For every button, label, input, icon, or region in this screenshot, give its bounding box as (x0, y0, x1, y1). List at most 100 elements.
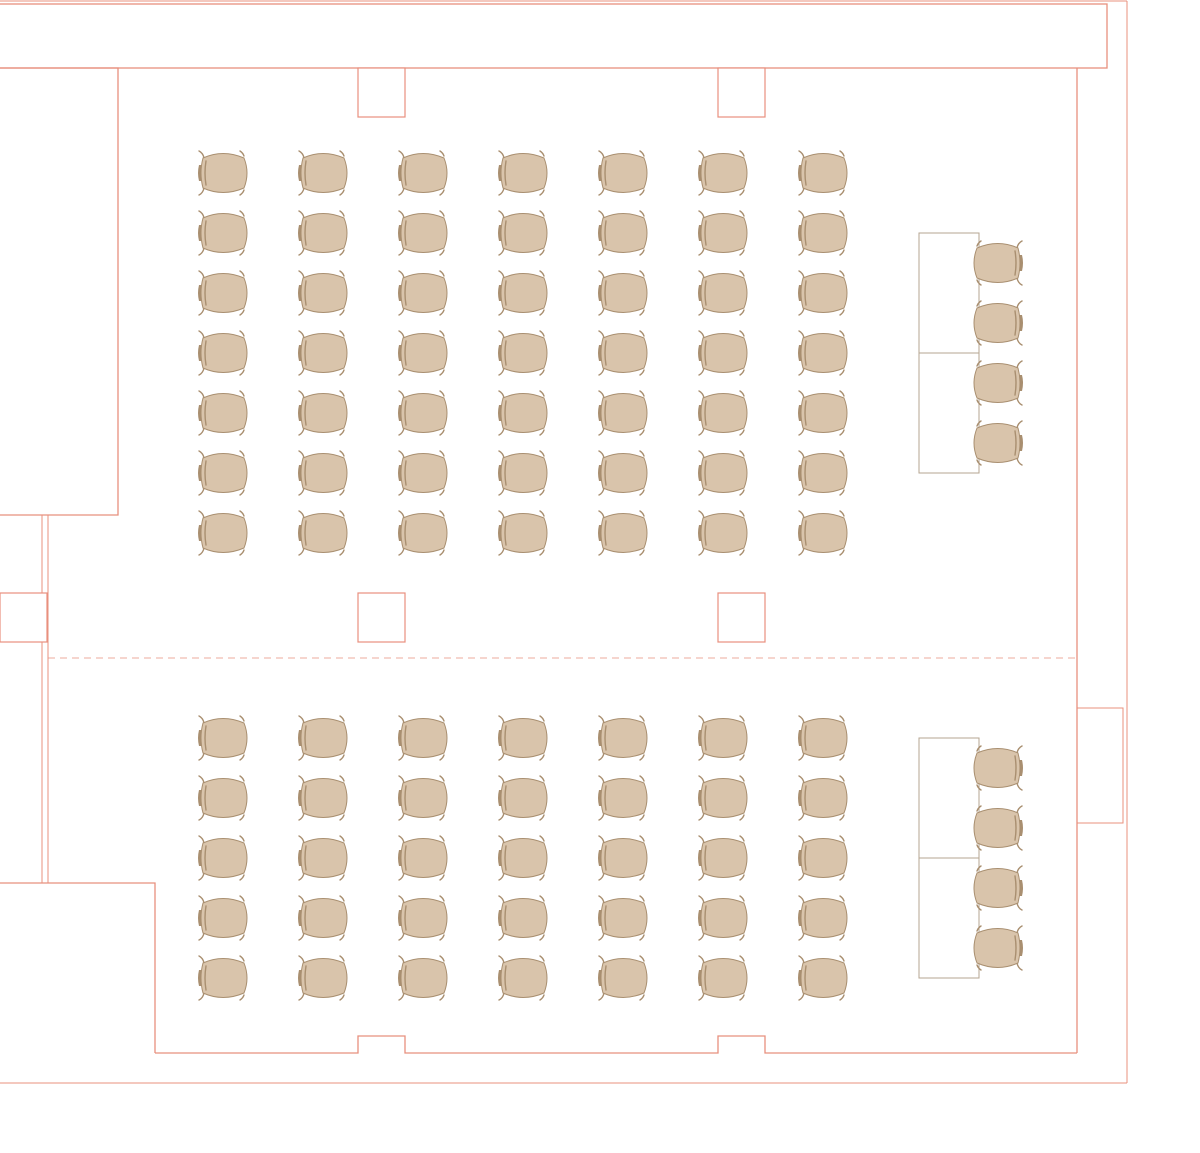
chair (398, 330, 448, 376)
pillar-top-left (357, 67, 406, 118)
top-band (0, 3, 1108, 69)
chair (398, 955, 448, 1001)
chair (298, 715, 348, 761)
chair (698, 955, 748, 1001)
chair (798, 210, 848, 256)
chair (798, 330, 848, 376)
chair (698, 715, 748, 761)
chair (398, 210, 448, 256)
lower-section (198, 715, 848, 1001)
left-door (0, 592, 48, 643)
chair (298, 390, 348, 436)
chair (498, 835, 548, 881)
chair (798, 955, 848, 1001)
chair (698, 895, 748, 941)
chair (798, 835, 848, 881)
chair (598, 450, 648, 496)
presenter-chair (973, 240, 1023, 286)
pillar-top-right (717, 67, 766, 118)
chair (398, 775, 448, 821)
presenter-chair (973, 300, 1023, 346)
chair (698, 390, 748, 436)
chair (698, 150, 748, 196)
chair (298, 510, 348, 556)
chair (298, 210, 348, 256)
chair (298, 895, 348, 941)
presenter-chair (973, 420, 1023, 466)
chair (198, 715, 248, 761)
pillar-mid-left (357, 592, 406, 643)
chair (598, 835, 648, 881)
chair (598, 715, 648, 761)
chair (398, 895, 448, 941)
presenter-chair (973, 360, 1023, 406)
chair (398, 715, 448, 761)
chair (598, 955, 648, 1001)
chair (598, 270, 648, 316)
chair (298, 955, 348, 1001)
chair (198, 955, 248, 1001)
chair (298, 330, 348, 376)
chair (198, 210, 248, 256)
chair (298, 150, 348, 196)
chair (198, 330, 248, 376)
chair (698, 210, 748, 256)
chair (598, 210, 648, 256)
chair (198, 150, 248, 196)
chair (598, 510, 648, 556)
presenter-chair (973, 925, 1023, 971)
presenter-table (918, 352, 980, 474)
chair (698, 270, 748, 316)
chair (398, 835, 448, 881)
chair (498, 510, 548, 556)
presenter-chair (973, 865, 1023, 911)
chair (498, 390, 548, 436)
chair (498, 715, 548, 761)
chair (698, 510, 748, 556)
chair (798, 510, 848, 556)
presenter-table (918, 857, 980, 979)
pillar-mid-right (717, 592, 766, 643)
presenter-chair (973, 745, 1023, 791)
chair (798, 775, 848, 821)
room-walls (0, 0, 1128, 1084)
chair (398, 450, 448, 496)
chair (798, 390, 848, 436)
chair (598, 390, 648, 436)
presenter-table (918, 232, 980, 354)
chair (198, 450, 248, 496)
presenter-table (918, 737, 980, 859)
chair (498, 330, 548, 376)
bottom-wall (155, 1035, 1077, 1054)
chair (598, 330, 648, 376)
chair (498, 450, 548, 496)
chair (198, 510, 248, 556)
chair (598, 150, 648, 196)
chair (798, 895, 848, 941)
chair (498, 150, 548, 196)
chair (498, 270, 548, 316)
chair (298, 270, 348, 316)
chair (498, 210, 548, 256)
chair (798, 150, 848, 196)
chair (198, 390, 248, 436)
chair (398, 270, 448, 316)
chair (298, 835, 348, 881)
upper-section (198, 150, 848, 556)
chair (598, 775, 648, 821)
chair (198, 835, 248, 881)
presenter-chair (973, 805, 1023, 851)
chair (198, 775, 248, 821)
chair (698, 330, 748, 376)
chair (798, 270, 848, 316)
chair (398, 150, 448, 196)
chair (798, 715, 848, 761)
lower-presenter-table (918, 737, 1023, 979)
chair (598, 895, 648, 941)
chair (698, 835, 748, 881)
chair (798, 450, 848, 496)
chair (298, 450, 348, 496)
seating (198, 150, 848, 1001)
lower-left-block (0, 882, 156, 1053)
upper-presenter-table (918, 232, 1023, 474)
